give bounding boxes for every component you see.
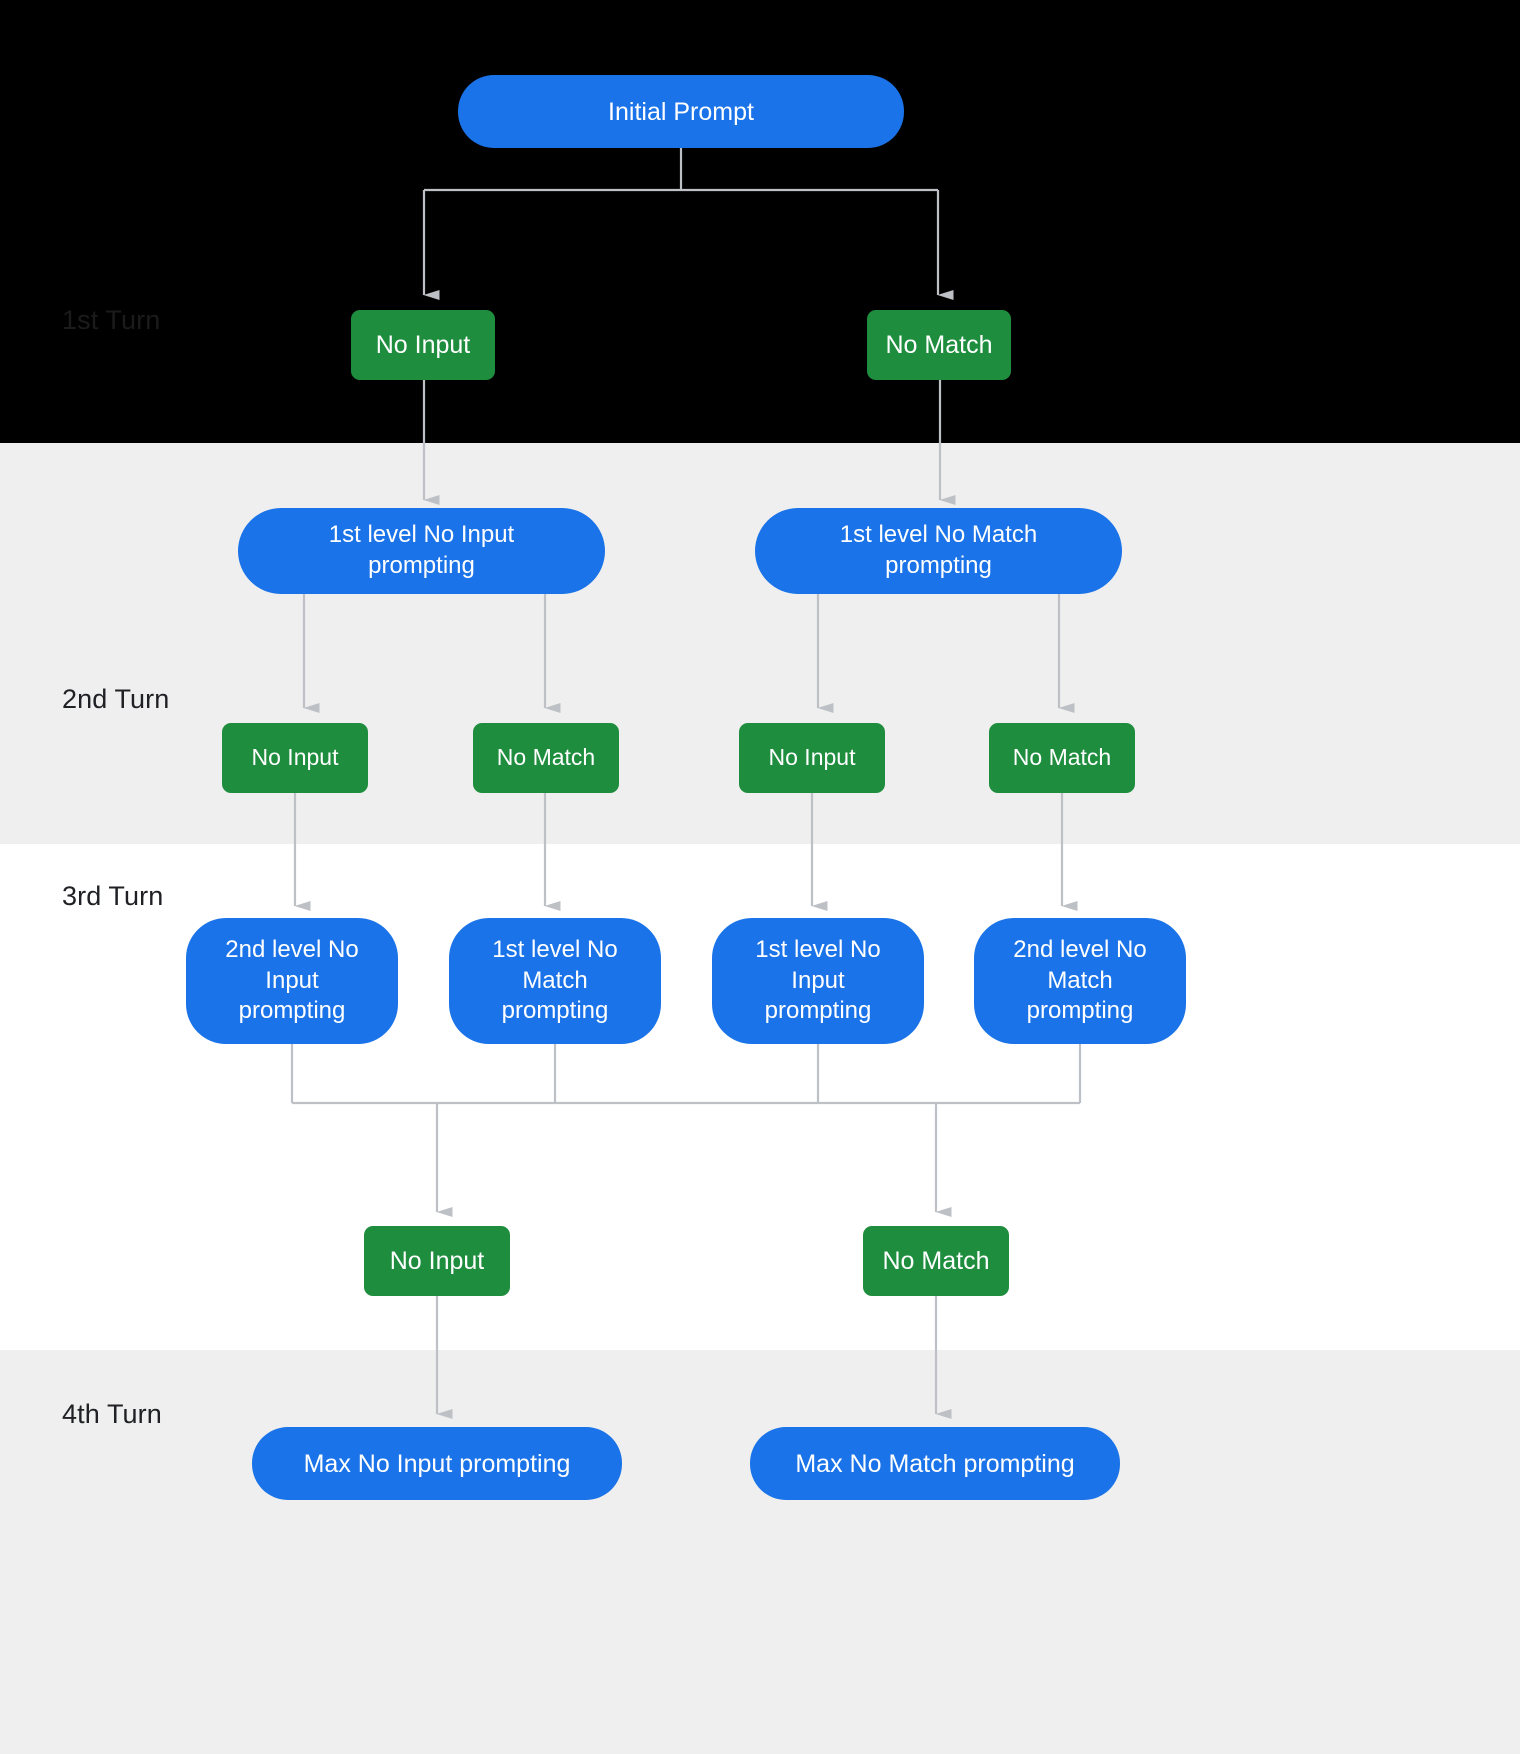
band-1st-turn <box>0 0 1520 443</box>
node-2nd-level-no-match-prompting[interactable]: 2nd level No Match prompting <box>974 918 1186 1044</box>
node-3rd-turn-no-match[interactable]: No Match <box>863 1226 1009 1296</box>
node-3rd-turn-no-input[interactable]: No Input <box>364 1226 510 1296</box>
turn-label-2nd: 2nd Turn <box>62 684 170 714</box>
node-max-no-match-prompting[interactable]: Max No Match prompting <box>750 1427 1120 1500</box>
node-2nd-level-no-input-prompting[interactable]: 2nd level No Input prompting <box>186 918 398 1044</box>
node-2nd-turn-no-input-right[interactable]: No Input <box>739 723 885 793</box>
node-1st-level-no-input-prompting[interactable]: 1st level No Input prompting <box>238 508 605 594</box>
node-1st-level-no-input-prompting-3rd[interactable]: 1st level No Input prompting <box>712 918 924 1044</box>
band-4th-turn <box>0 1350 1520 1754</box>
node-2nd-turn-no-match-left[interactable]: No Match <box>473 723 619 793</box>
node-initial-prompt[interactable]: Initial Prompt <box>458 75 904 148</box>
node-1st-level-no-match-prompting-3rd[interactable]: 1st level No Match prompting <box>449 918 661 1044</box>
node-2nd-turn-no-match-right[interactable]: No Match <box>989 723 1135 793</box>
node-1st-turn-no-match[interactable]: No Match <box>867 310 1011 380</box>
node-1st-level-no-match-prompting[interactable]: 1st level No Match prompting <box>755 508 1122 594</box>
node-1st-turn-no-input[interactable]: No Input <box>351 310 495 380</box>
turn-label-3rd: 3rd Turn <box>62 881 164 911</box>
turn-label-1st: 1st Turn <box>62 305 161 335</box>
node-max-no-input-prompting[interactable]: Max No Input prompting <box>252 1427 622 1500</box>
turn-label-4th: 4th Turn <box>62 1399 162 1429</box>
node-2nd-turn-no-input-left[interactable]: No Input <box>222 723 368 793</box>
